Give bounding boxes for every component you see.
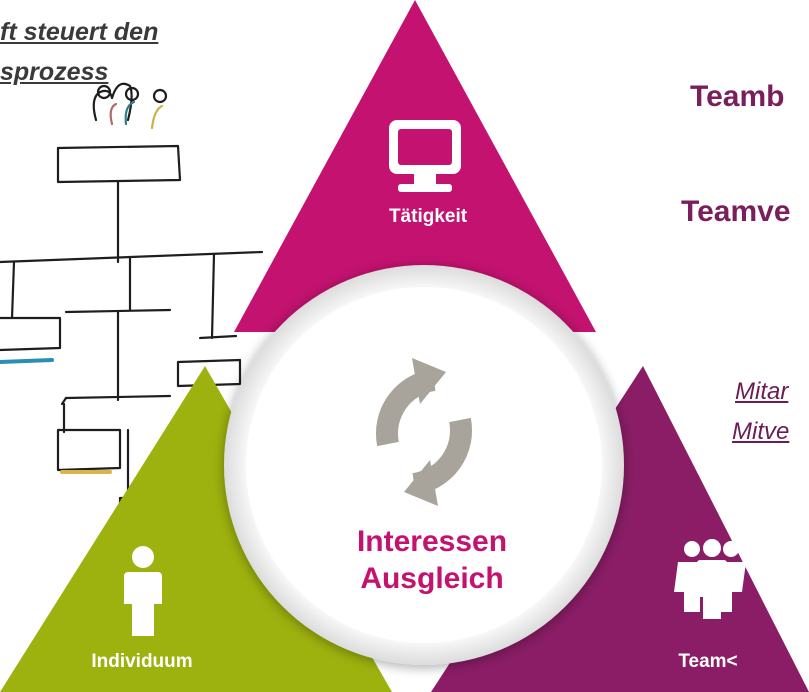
right-heading-2: Teamve xyxy=(681,195,791,228)
label-team: Team< xyxy=(678,651,737,672)
label-individuum: Individuum xyxy=(91,651,192,672)
sketch-caption-line2: sprozess xyxy=(0,58,109,86)
org-chart-sketch xyxy=(0,82,264,534)
right-text-line-2: Mitve xyxy=(732,418,790,445)
person-icon xyxy=(124,546,162,636)
right-text-line-1: Mitar xyxy=(735,378,789,405)
refresh-arrow-heads xyxy=(404,358,446,506)
sketch-caption-line1: ft steuert den xyxy=(0,18,159,46)
center-text-line2: Ausgleich xyxy=(360,562,503,595)
label-taetigkeit: Tätigkeit xyxy=(389,206,468,227)
center-text-line1: Interessen xyxy=(357,525,507,558)
right-heading-1: Teamb xyxy=(690,80,785,113)
monitor-icon xyxy=(389,120,461,192)
group-icon xyxy=(674,539,746,619)
